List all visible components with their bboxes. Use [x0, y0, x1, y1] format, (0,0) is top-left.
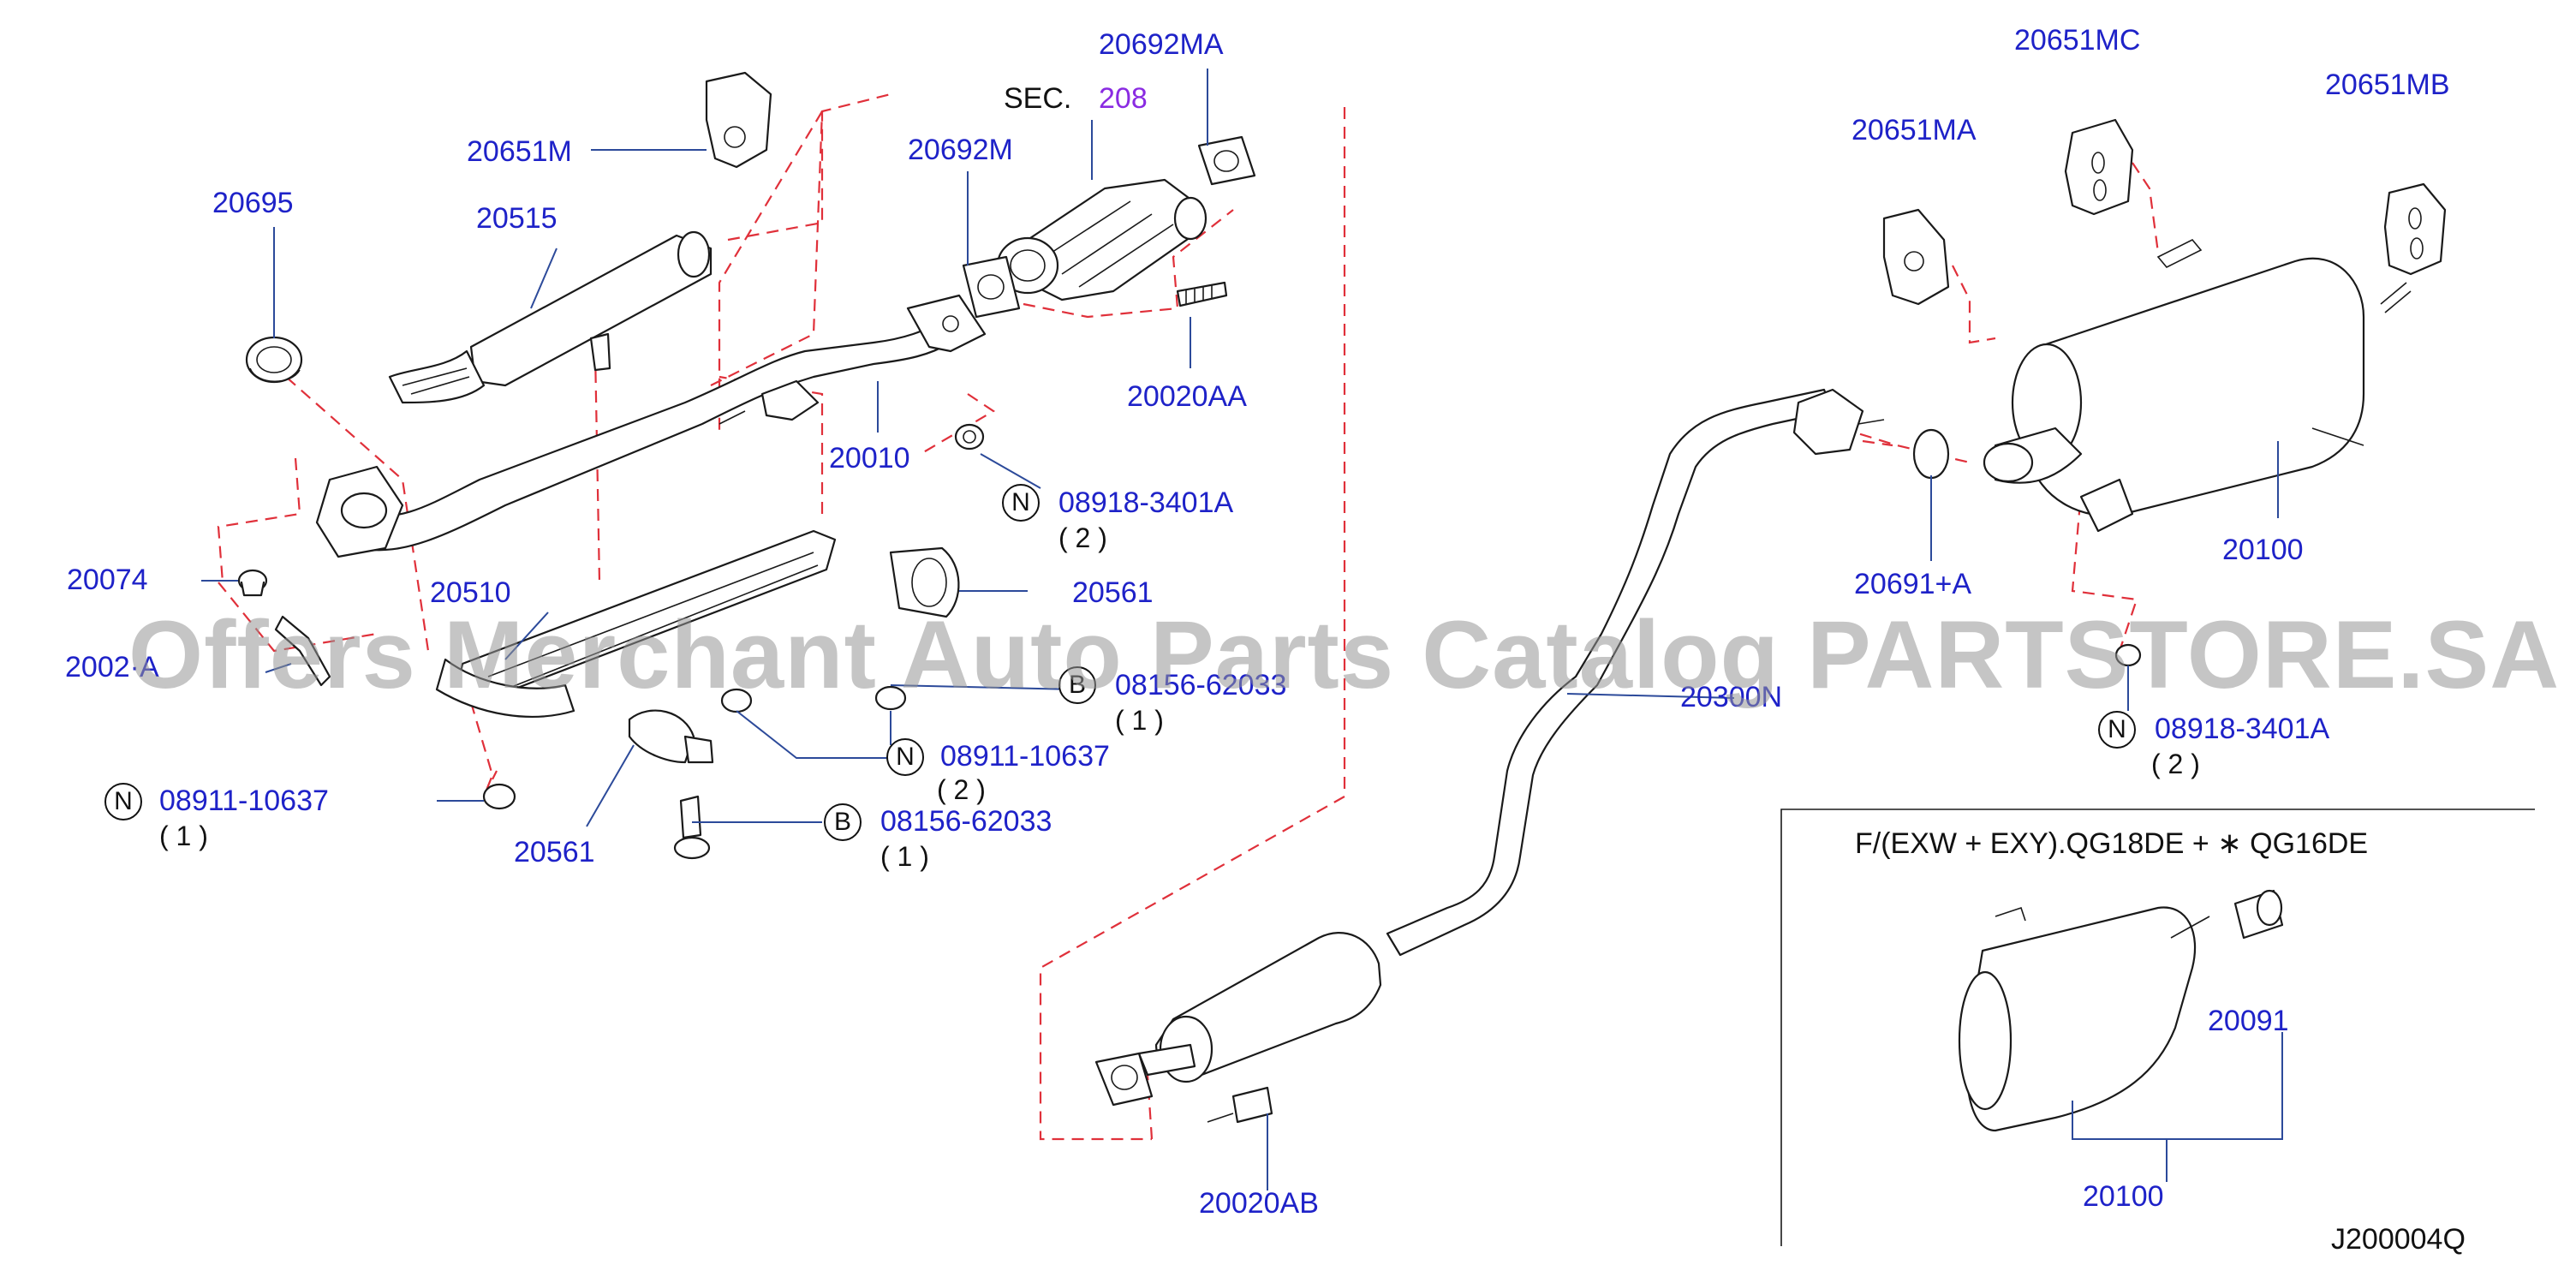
part-label-n3[interactable]: 08911-10637: [159, 785, 329, 817]
front-pipe-20010: [315, 294, 987, 558]
bolt-symbol-b2: B: [824, 803, 862, 841]
part-label-20020AB[interactable]: 20020AB: [1199, 1187, 1319, 1220]
part-label-20561-a[interactable]: 20561: [1072, 576, 1154, 609]
part-label-n1[interactable]: 08918-3401A: [1058, 486, 1234, 519]
part-label-20020AA[interactable]: 20020AA: [1127, 380, 1247, 413]
part-label-20651MC[interactable]: 20651MC: [2014, 24, 2141, 57]
nut-symbol-n2: N: [886, 738, 924, 776]
hangers: [705, 71, 2447, 306]
variant-note: F/(EXW + EXY).QG18DE + ∗ QG16DE: [1855, 827, 2369, 860]
part-label-20651MA[interactable]: 20651MA: [1852, 114, 1977, 146]
qty-n4: ( 2 ): [2151, 749, 2200, 779]
small-fasteners: [237, 423, 985, 860]
watermark-text: Offers Merchant Auto Parts Catalog PARTS…: [128, 601, 2561, 708]
part-label-20651MB[interactable]: 20651MB: [2325, 69, 2450, 101]
lower-heat-shield-20510: [435, 529, 960, 764]
variant-inset: [1780, 809, 2535, 1246]
heat-shield-20515: [388, 230, 713, 404]
catalytic-converter: [962, 135, 1256, 319]
nut-symbol-n1: N: [1002, 484, 1040, 522]
part-label-b1[interactable]: 08156-62033: [1115, 669, 1287, 701]
part-label-20300N[interactable]: 20300N: [1680, 681, 1783, 713]
main-muffler-20100: [1983, 239, 2412, 533]
sec-number-link[interactable]: 208: [1099, 82, 1148, 115]
qty-b2: ( 1 ): [880, 841, 929, 872]
part-label-20692MA[interactable]: 20692MA: [1099, 28, 1224, 61]
qty-n3: ( 1 ): [159, 820, 208, 851]
part-label-n2[interactable]: 08911-10637: [940, 740, 1110, 773]
part-label-20692M[interactable]: 20692M: [908, 134, 1013, 166]
center-pipe-20300N: [1094, 388, 1885, 1124]
sec-prefix-label: SEC.: [1004, 82, 1072, 115]
part-label-20091[interactable]: 20091: [2208, 1005, 2289, 1037]
seal-ring-20695: [245, 336, 303, 384]
qty-b1: ( 1 ): [1115, 705, 1164, 736]
part-label-20515[interactable]: 20515: [476, 202, 558, 235]
part-label-20100[interactable]: 20100: [2222, 534, 2304, 566]
part-label-20510[interactable]: 20510: [430, 576, 511, 609]
gasket-20691A: [1912, 428, 1950, 480]
part-label-20691A[interactable]: 20691+A: [1854, 568, 1972, 600]
part-label-20074[interactable]: 20074: [67, 564, 148, 596]
part-label-n4[interactable]: 08918-3401A: [2155, 713, 2330, 745]
leader-lines: [201, 69, 2279, 1190]
qty-n2: ( 2 ): [937, 774, 986, 805]
part-label-20695[interactable]: 20695: [212, 187, 294, 219]
nut-symbol-n4: N: [2098, 711, 2136, 749]
nut-symbol-n3: N: [104, 783, 142, 820]
bolt-symbol-b1: B: [1058, 666, 1096, 704]
part-label-20010[interactable]: 20010: [829, 442, 910, 474]
part-label-20561-b[interactable]: 20561: [514, 836, 595, 868]
part-label-b2[interactable]: 08156-62033: [880, 805, 1052, 838]
drawing-code: J200004Q: [2331, 1223, 2466, 1256]
qty-n1: ( 2 ): [1058, 522, 1107, 553]
part-label-20100-inset[interactable]: 20100: [2083, 1180, 2164, 1213]
assembly-dashed-lines: [217, 92, 2160, 1141]
part-label-20020A[interactable]: 2002·A: [65, 651, 159, 683]
part-label-20651M[interactable]: 20651M: [467, 135, 572, 168]
